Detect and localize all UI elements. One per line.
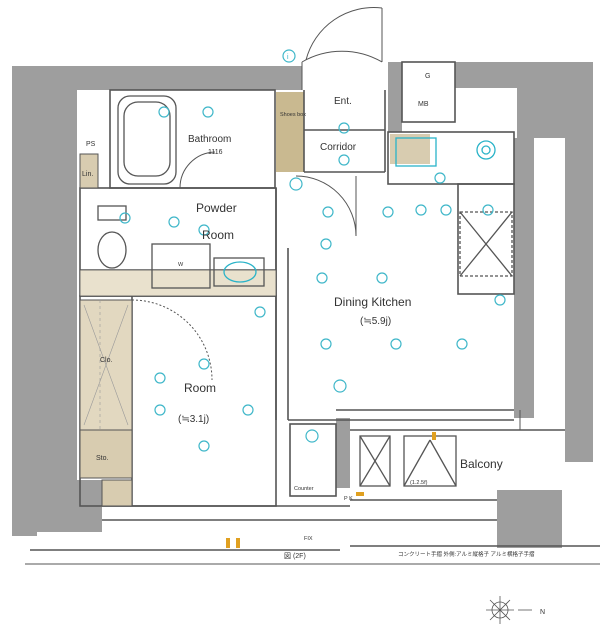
ceiling-light-icon bbox=[415, 204, 427, 216]
north-label: N bbox=[540, 609, 545, 616]
ceiling-light-icon bbox=[282, 49, 296, 63]
ceiling-light-icon bbox=[338, 122, 350, 134]
powder-room-label-1: Powder bbox=[196, 201, 237, 215]
ceiling-light-icon bbox=[434, 172, 446, 184]
fixtures bbox=[97, 95, 513, 487]
floor-note: 図 (2F) bbox=[284, 552, 306, 560]
ceiling-light-icon bbox=[198, 224, 210, 236]
ceiling-light-icon bbox=[456, 338, 468, 350]
storage-areas bbox=[79, 134, 430, 507]
ceiling-light-icon bbox=[333, 379, 347, 393]
dining-kitchen-label: Dining Kitchen bbox=[334, 295, 411, 309]
ceiling-light-icon bbox=[289, 177, 303, 191]
mb-label: MB bbox=[418, 101, 429, 108]
room-size: (≒3.1j) bbox=[178, 414, 209, 425]
ceiling-light-icon bbox=[158, 106, 170, 118]
ceiling-light-icon bbox=[202, 106, 214, 118]
ceiling-light-icon bbox=[242, 404, 254, 416]
ceiling-light-icon bbox=[322, 206, 334, 218]
ceiling-light-icon bbox=[168, 216, 180, 228]
ceiling-light-icon bbox=[440, 204, 452, 216]
ceiling-light-icon bbox=[494, 294, 506, 306]
corridor-label: Corridor bbox=[320, 142, 357, 153]
gas-meter-label: G bbox=[425, 73, 430, 80]
ceiling-light-icon bbox=[254, 306, 266, 318]
balcony-label: Balcony bbox=[460, 457, 503, 471]
linen-label: Lin. bbox=[82, 171, 93, 178]
compass-icon: N bbox=[486, 596, 545, 624]
dining-kitchen-size: (≒5.9j) bbox=[360, 316, 391, 327]
room-label: Room bbox=[184, 381, 216, 395]
exterior-walls bbox=[12, 62, 593, 548]
ceiling-light-icon bbox=[390, 338, 402, 350]
ceiling-light-icon bbox=[320, 238, 332, 250]
ceiling-light-icon bbox=[376, 272, 388, 284]
pk-label: P K bbox=[344, 496, 353, 502]
info-label: i bbox=[287, 54, 289, 61]
ceiling-light-icon bbox=[316, 272, 328, 284]
bath-size-label: 1116 bbox=[208, 149, 223, 156]
closet-label: Clo. bbox=[100, 357, 113, 364]
ceiling-light-icon bbox=[119, 212, 131, 224]
shoes-box-label: Shoes box bbox=[280, 112, 306, 118]
railing-note: コンクリート手摺 外側:アルミ縦格子 アルミ横格子手摺 bbox=[398, 550, 535, 558]
fix-label: FIX bbox=[304, 536, 313, 542]
ceiling-light-icon bbox=[338, 154, 350, 166]
ceiling-light-icon bbox=[305, 429, 319, 443]
ceiling-light-icon bbox=[198, 358, 210, 370]
ceiling-light-icon bbox=[154, 372, 166, 384]
outdoor-unit-label: (1.2.5f) bbox=[410, 480, 428, 486]
washer-label: W bbox=[178, 262, 184, 268]
ceiling-light-icon bbox=[154, 404, 166, 416]
labels: PS Lin. Bathroom 1116 Shoes box Ent. Cor… bbox=[82, 54, 535, 560]
electrical-icons bbox=[119, 49, 506, 452]
ceiling-light-icon bbox=[482, 204, 494, 216]
bathroom-label: Bathroom bbox=[188, 134, 231, 145]
accent-marks bbox=[226, 432, 436, 548]
storage-label: Sto. bbox=[96, 455, 109, 462]
entrance-label: Ent. bbox=[334, 96, 352, 107]
ps-label: PS bbox=[86, 141, 96, 148]
ceiling-light-icon bbox=[320, 338, 332, 350]
counter-label: Counter bbox=[294, 486, 314, 492]
ceiling-light-icon bbox=[198, 440, 210, 452]
powder-room-label-2: Room bbox=[202, 228, 234, 242]
doors bbox=[131, 7, 521, 430]
ceiling-light-icon bbox=[382, 206, 394, 218]
